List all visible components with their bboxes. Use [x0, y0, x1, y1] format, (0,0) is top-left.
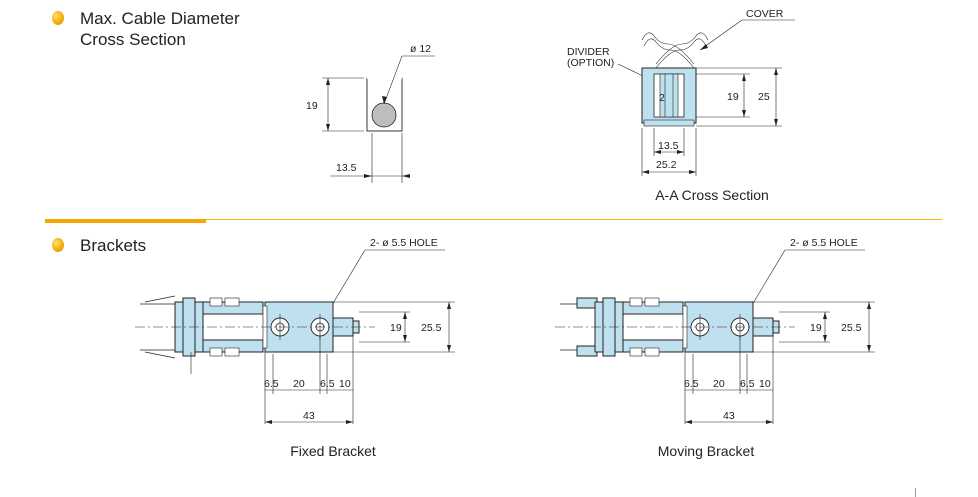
moving-hole-label: 2- ø 5.5 HOLE [790, 237, 858, 249]
moving-h2-label: 25.5 [841, 322, 862, 334]
cover-label: COVER [746, 8, 784, 20]
aa-cross-section-diagram: COVER DIVIDER (OPTION) 2 19 25 13.5 25.2 [567, 8, 795, 176]
aa-inner-height-label: 19 [727, 91, 739, 103]
brackets-title: Brackets [80, 236, 147, 255]
aa-outer-width-label: 25.2 [656, 159, 677, 171]
section-bullet-icon [52, 11, 64, 25]
moving-dim-total: 43 [723, 410, 735, 422]
aa-outer-height-label: 25 [758, 91, 770, 103]
fixed-dim-b: 20 [293, 378, 305, 390]
divider-label-1: DIVIDER [567, 46, 610, 58]
section-bullet-icon [52, 238, 64, 252]
moving-bracket-diagram: 2- ø 5.5 HOLE 19 25.5 6.5 20 6.5 10 43 [555, 237, 875, 424]
section-divider [45, 219, 942, 220]
cable-section-title: Max. Cable Diameter Cross Section [80, 8, 240, 50]
fixed-dim-total: 43 [303, 410, 315, 422]
aa-inner-width-label: 13.5 [658, 140, 679, 152]
cable-width-label: 13.5 [336, 162, 357, 174]
fixed-bracket-diagram: 2- ø 5.5 HOLE 19 25.5 6.5 20 6.5 10 43 [135, 237, 455, 424]
moving-dim-a: 6.5 [684, 378, 699, 390]
fixed-dim-c: 6.5 [320, 378, 335, 390]
page-corner-mark [915, 488, 916, 497]
moving-h1-label: 19 [810, 322, 822, 334]
fixed-h1-label: 19 [390, 322, 402, 334]
cable-diameter-label: ø 12 [410, 43, 431, 55]
fixed-bracket-caption: Fixed Bracket [290, 443, 376, 459]
cable-title-line2: Cross Section [80, 30, 186, 49]
divider-gap-label: 2 [659, 92, 665, 104]
moving-dim-d: 10 [759, 378, 771, 390]
fixed-h2-label: 25.5 [421, 322, 442, 334]
cable-height-label: 19 [306, 100, 318, 112]
moving-dim-b: 20 [713, 378, 725, 390]
aa-section-caption: A-A Cross Section [655, 187, 769, 203]
cable-title-line1: Max. Cable Diameter [80, 9, 240, 28]
section-divider-accent [45, 219, 206, 223]
fixed-dim-a: 6.5 [264, 378, 279, 390]
moving-dim-c: 6.5 [740, 378, 755, 390]
fixed-dim-d: 10 [339, 378, 351, 390]
cable-circle [371, 102, 397, 128]
moving-bracket-caption: Moving Bracket [657, 443, 755, 459]
cable-cross-section-diagram: ø 12 19 13.5 [306, 43, 435, 183]
fixed-hole-label: 2- ø 5.5 HOLE [370, 237, 438, 249]
divider-label-2: (OPTION) [567, 57, 614, 69]
